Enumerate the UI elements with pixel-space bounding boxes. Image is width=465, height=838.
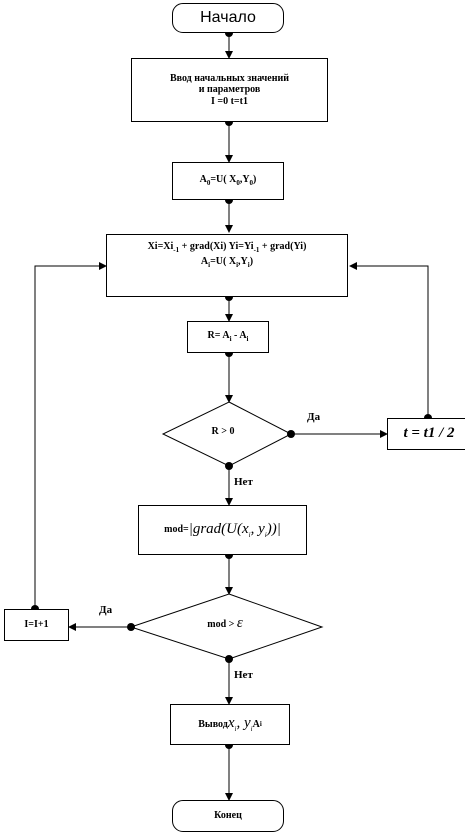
input-block: Ввод начальных значений и параметров I =… <box>131 58 328 122</box>
edge-label-no-1: Нет <box>234 476 253 488</box>
output-vars: xi, yi <box>227 715 253 734</box>
dot <box>225 462 233 470</box>
dot <box>127 623 135 631</box>
a0-block: A0=U( X0,Y0) <box>172 162 284 200</box>
iteration-line-1: Xi=Xi-1 + grad(Xi) Yi=Yi-1 + grad(Yi) <box>147 241 307 254</box>
a0-formula: A0=U( X0,Y0) <box>199 174 257 188</box>
increment-block: I=I+1 <box>4 609 69 641</box>
gradient-norm-block: mod= |grad(U(xi, yi))| <box>138 505 307 555</box>
increment-formula: I=I+1 <box>24 619 49 631</box>
start-terminal: Начало <box>172 3 284 33</box>
iteration-line-2: Ai=U( Xi,Yi) <box>200 256 254 270</box>
epsilon-symbol: ε <box>236 615 243 631</box>
start-label: Начало <box>200 8 256 26</box>
decision-r-label: R > 0 <box>211 426 235 437</box>
difference-block: R= Ai - Ai <box>187 321 269 353</box>
input-line-1: Ввод начальных значений <box>169 72 290 84</box>
edge-label-yes-1: Да <box>307 411 321 423</box>
edge-inc-step <box>34 262 107 609</box>
iteration-block: Xi=Xi-1 + grad(Xi) Yi=Yi-1 + grad(Yi) Ai… <box>106 234 348 297</box>
difference-formula: R= Ai - Ai <box>207 330 249 344</box>
halve-step-block: t = t1 / 2 <box>387 418 465 450</box>
mod-prefix: mod= <box>164 524 189 536</box>
edge-label-no-2: Нет <box>234 669 253 681</box>
mod-formula: |grad(U(xi, yi))| <box>188 520 281 539</box>
end-terminal: Конец <box>172 800 284 832</box>
input-line-3: I =0 t=t1 <box>211 95 248 107</box>
end-label: Конец <box>214 810 242 822</box>
dot <box>287 430 295 438</box>
edge-label-yes-2: Да <box>99 604 113 616</box>
halve-formula: t = t1 / 2 <box>403 425 455 442</box>
decision-mod-label: mod > ε <box>207 615 243 631</box>
dot <box>225 655 233 663</box>
edge-halve-step <box>349 262 429 418</box>
input-line-2: и параметров <box>198 84 261 96</box>
